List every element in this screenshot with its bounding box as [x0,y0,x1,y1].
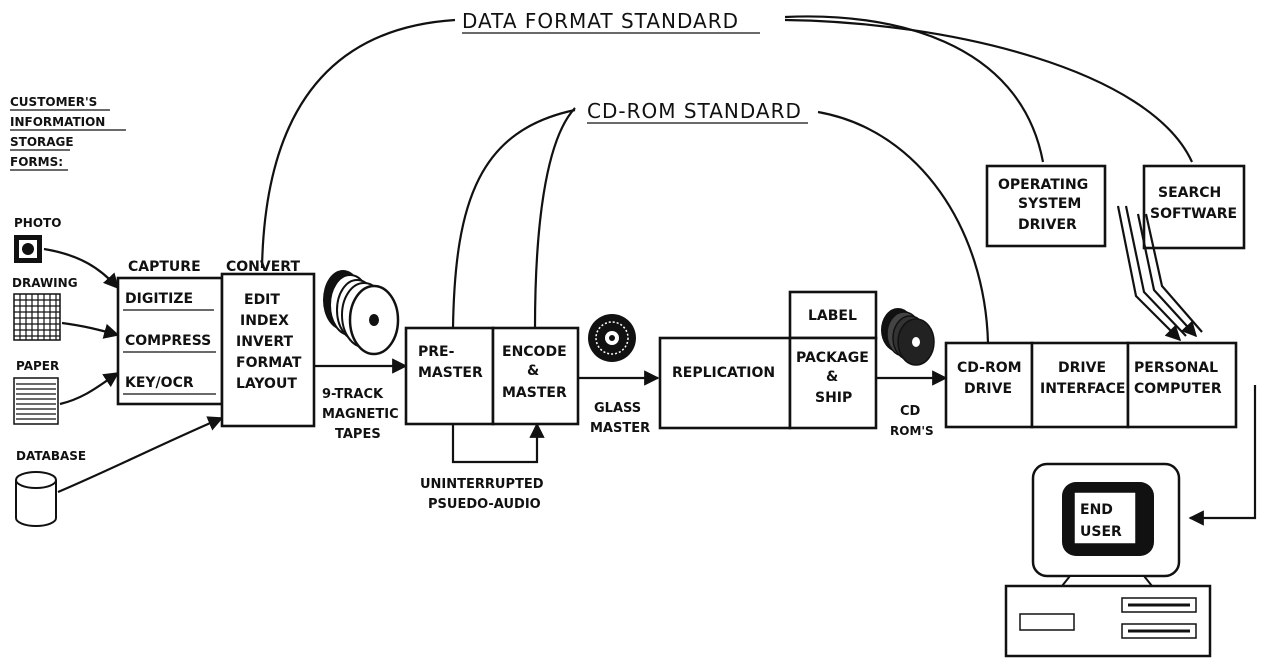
replication-box [658,336,792,430]
cd-roms-line-1: CD [900,404,921,419]
convert-item-invert: INVERT [236,334,293,350]
pseudo-audio-loop-arrow [451,422,545,464]
database-cylinder-icon [15,471,57,527]
os-driver-box [985,164,1107,248]
search-software-box [1142,164,1246,250]
package-line-3: SHIP [815,390,852,406]
personal-computer-line-1: PERSONAL [1134,360,1218,376]
convert-box [220,272,316,428]
glass-master-disc-icon [588,314,636,362]
drive-interface-line-1: DRIVE [1058,360,1106,376]
cd-stack-icon [881,308,935,366]
customer-heading-line-4: FORMS: [10,155,63,169]
data-format-standard-label: DATA FORMAT STANDARD [462,9,739,33]
tapes-line-2: MAGNETIC [322,407,399,422]
database-label: DATABASE [16,449,86,463]
personal-computer-box [1126,341,1238,429]
capture-item-compress: COMPRESS [125,333,211,349]
convert-item-index: INDEX [240,313,289,329]
package-line-1: PACKAGE [796,350,869,366]
tapes-line-3: TAPES [335,427,381,442]
customer-heading-line-1: CUSTOMER'S [10,95,97,109]
os-driver-to-pc-arrow [1116,205,1182,342]
convert-item-format: FORMAT [236,355,302,371]
convert-title: CONVERT [226,259,300,275]
replication-label: REPLICATION [672,365,775,381]
end-user-line-2: USER [1080,524,1122,540]
encode-line-1: ENCODE [502,344,567,360]
capture-item-digitize: DIGITIZE [125,291,193,307]
customer-heading-line-2: INFORMATION [10,115,105,129]
photo-to-capture-arrow [43,247,120,290]
paper-to-capture-arrow [59,372,120,406]
os-driver-to-pc-arrow-2 [1124,205,1187,337]
search-software-line-1: SEARCH [1158,185,1221,201]
data-format-link-os-driver [784,15,1045,163]
search-to-pc-arrow-2 [1144,213,1203,333]
cd-rom-link-drive [817,110,990,344]
package-ship-box [788,336,878,430]
cd-rom-link-encode [533,107,576,329]
end-user-line-1: END [1080,502,1113,518]
os-driver-line-3: DRIVER [1018,217,1077,233]
convert-item-layout: LAYOUT [236,376,297,392]
cd-rom-drive-box [944,341,1034,429]
encode-line-3: MASTER [502,385,567,401]
search-to-pc-arrow [1136,213,1198,338]
paper-document-icon [13,377,59,425]
customer-heading: CUSTOMER'S INFORMATION STORAGE FORMS: [10,95,126,171]
glass-master-line-1: GLASS [594,401,641,416]
tapes-line-1: 9-TRACK [322,387,384,402]
database-to-convert-arrow [57,416,224,494]
drawing-to-capture-arrow [61,321,120,339]
search-software-line-2: SOFTWARE [1150,206,1237,222]
pc-to-end-user-arrow [1188,385,1257,526]
photo-label: PHOTO [14,216,61,230]
premaster-line-1: PRE- [418,344,455,360]
glass-master-line-2: MASTER [590,421,650,436]
cd-rom-drive-line-2: DRIVE [964,381,1012,397]
personal-computer-line-2: COMPUTER [1134,381,1222,397]
cd-rom-standard-label: CD-ROM STANDARD [587,99,802,123]
premaster-line-2: MASTER [418,365,483,381]
drawing-grid-icon [13,293,61,341]
cd-rom-drive-line-1: CD-ROM [957,360,1022,376]
encode-line-2: & [527,363,539,379]
pseudo-audio-line-1: UNINTERRUPTED [420,477,544,492]
customer-heading-line-3: STORAGE [10,135,74,149]
paper-label: PAPER [16,359,59,373]
end-user-computer-icon [1004,462,1212,658]
capture-item-key-ocr: KEY/OCR [125,375,194,391]
encode-master-box [491,326,580,426]
magnetic-tape-reels-icon [323,270,400,356]
capture-title: CAPTURE [128,259,201,275]
data-format-link-search [784,18,1193,163]
os-driver-line-1: OPERATING [998,177,1088,193]
photo-icon [14,235,42,263]
package-line-2: & [826,369,838,385]
drive-interface-box [1030,341,1130,429]
os-driver-line-2: SYSTEM [1018,196,1081,212]
label-text: LABEL [808,308,857,324]
cd-rom-link-premaster [451,108,576,329]
drive-interface-line-2: INTERFACE [1040,381,1125,397]
cd-roms-line-2: ROM'S [890,424,934,438]
convert-item-edit: EDIT [244,292,280,308]
pseudo-audio-line-2: PSUEDO-AUDIO [428,497,541,512]
premaster-box [404,326,495,426]
data-format-link-convert [260,18,456,269]
drawing-label: DRAWING [12,276,78,290]
